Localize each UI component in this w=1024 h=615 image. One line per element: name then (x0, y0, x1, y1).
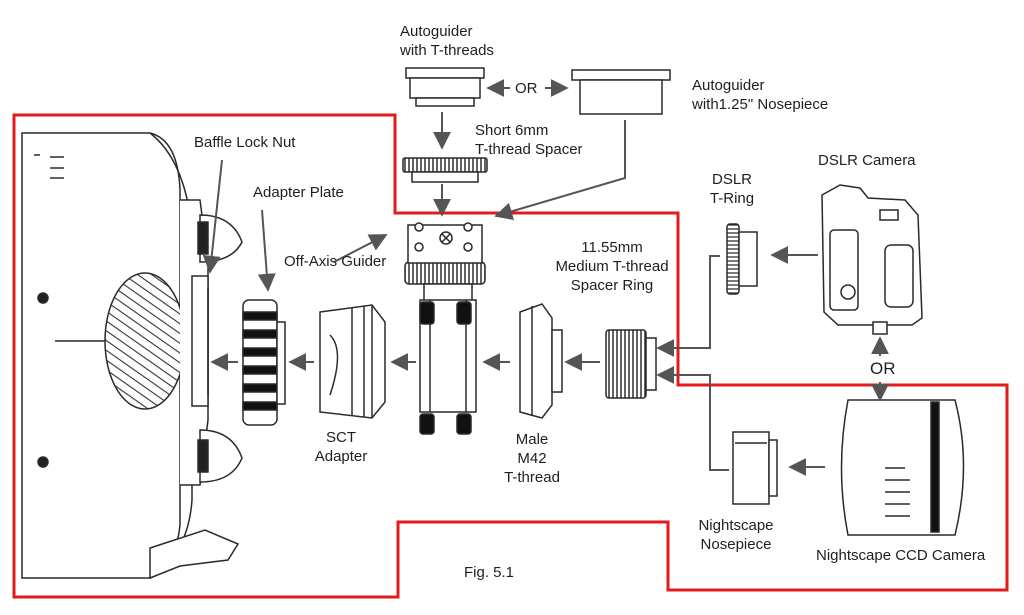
nightscape-ccd-part (840, 399, 965, 536)
label-dslr-camera: DSLR Camera (818, 152, 916, 169)
red-outline (12, 113, 1009, 599)
label-off-axis-guider: Off-Axis Guider (284, 253, 387, 270)
autoguider-nose-part (571, 69, 671, 115)
label-nightscape-nose: Nightscape Nosepiece (698, 517, 774, 553)
off-axis-guider-part (404, 222, 486, 435)
label-adapter-plate: Adapter Plate (253, 184, 344, 201)
label-autoguider-t: Autoguider with T-threads (400, 23, 494, 59)
label-nightscape-ccd: Nightscape CCD Camera (816, 547, 986, 564)
male-m42-part (519, 303, 563, 419)
telescope-rear-cell (21, 132, 243, 580)
dslr-camera-part (821, 184, 923, 335)
nightscape-nose-part (732, 431, 778, 505)
sct-adapter-part (319, 304, 386, 419)
label-or-right: OR (870, 359, 896, 378)
label-spacer-1155: 11.55mm Medium T-thread Spacer Ring (555, 239, 669, 294)
spacer-6mm-part (402, 157, 488, 183)
label-sct-adapter: SCT Adapter (314, 429, 368, 465)
figure-caption: Fig. 5.1 (464, 564, 515, 581)
autoguider-t-part (405, 67, 485, 107)
adapter-plate-part (242, 299, 286, 426)
label-spacer-6mm: Short 6mm T-thread Spacer (475, 122, 583, 158)
arrows (202, 79, 889, 476)
label-dslr-tring: DSLR T-Ring (709, 171, 755, 207)
dslr-tring-part (726, 223, 758, 295)
label-or-top: OR (515, 80, 538, 97)
label-baffle-lock-nut: Baffle Lock Nut (194, 134, 296, 151)
label-male-m42: Male M42 T-thread (504, 431, 560, 486)
label-autoguider-nose: Autoguider with1.25" Nosepiece (692, 77, 829, 113)
spacer-1155-part (605, 329, 657, 399)
